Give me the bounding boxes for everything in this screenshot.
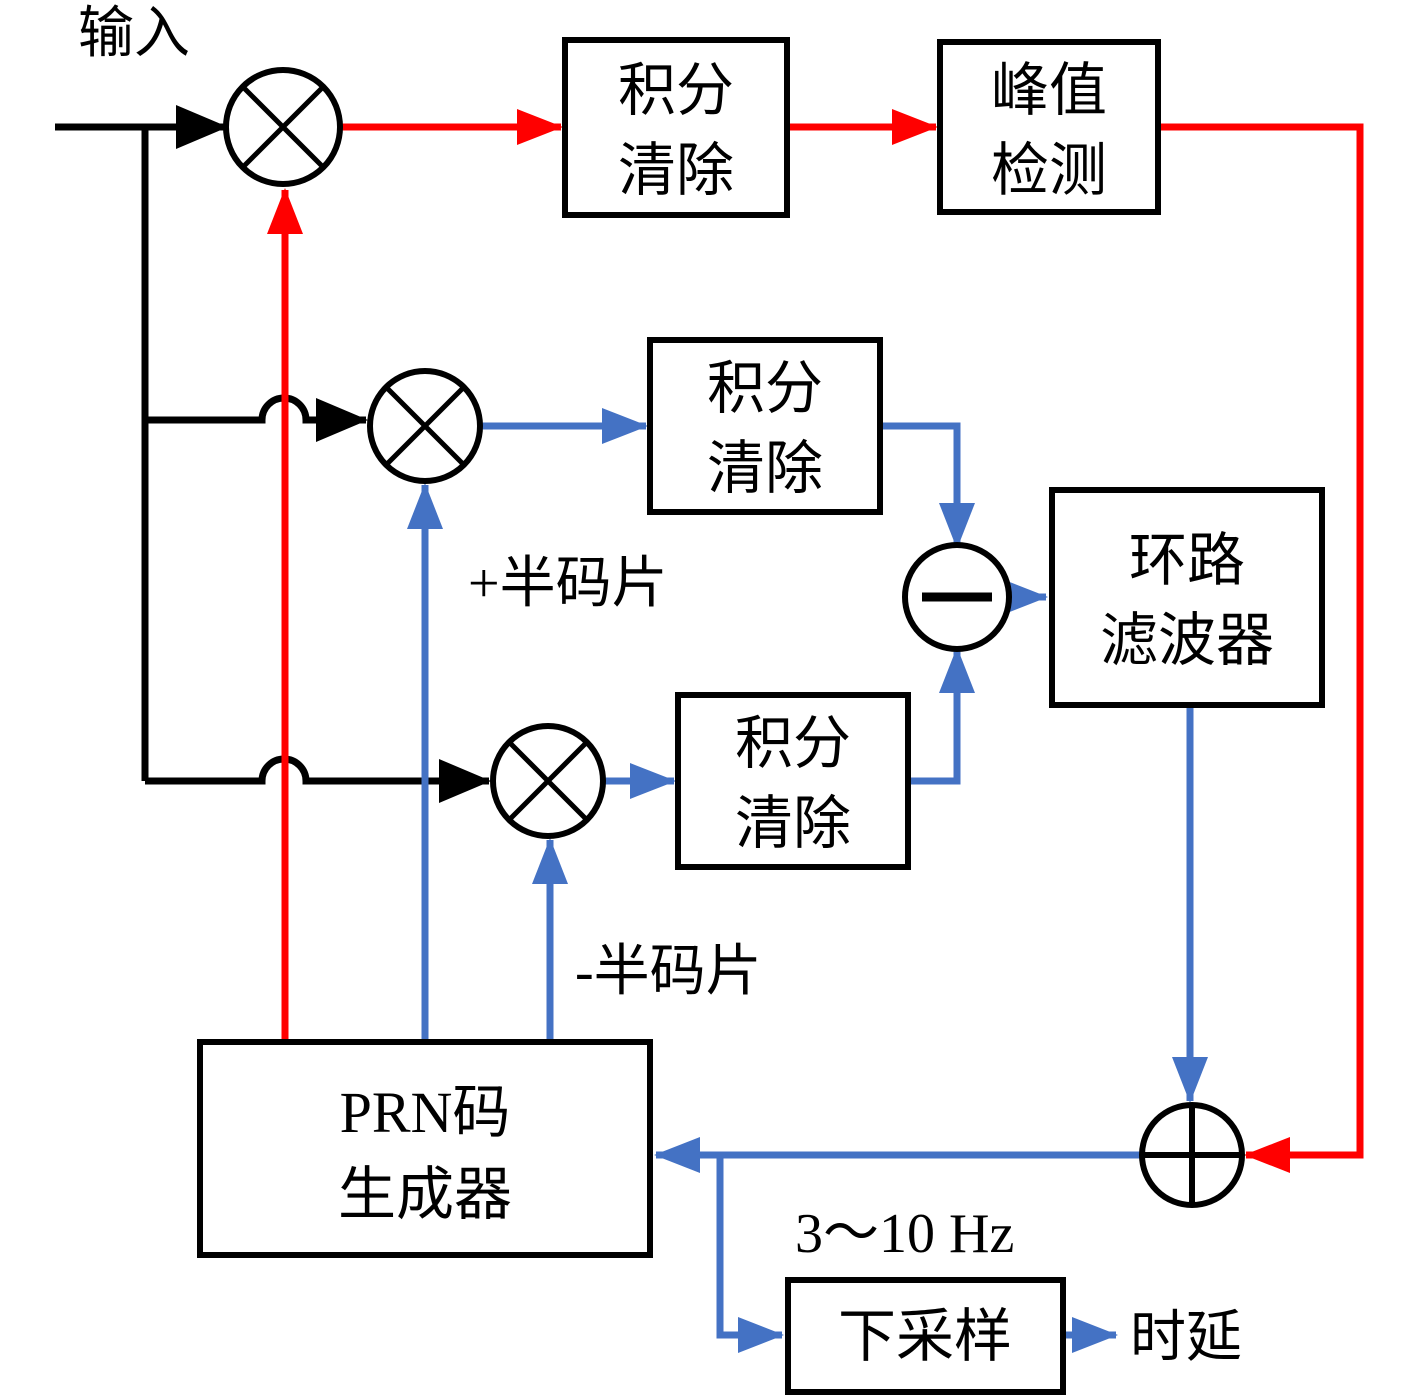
wire-early-integrate-to-subtractor bbox=[880, 422, 975, 549]
multiplier-early bbox=[367, 368, 483, 484]
multiply-x-icon bbox=[507, 740, 589, 822]
block-label: 峰值 bbox=[991, 58, 1107, 123]
block-border bbox=[562, 37, 790, 218]
subtractor bbox=[902, 542, 1012, 652]
block-border bbox=[675, 692, 911, 870]
block-prn-generator: PRN码 生成器 bbox=[197, 1039, 653, 1258]
block-label: PRN码 bbox=[340, 1080, 511, 1145]
block-label: 环路 bbox=[1129, 528, 1245, 593]
block-border bbox=[785, 1277, 1066, 1395]
block-border bbox=[197, 1039, 653, 1258]
adder bbox=[1139, 1102, 1245, 1208]
block-label: 生成器 bbox=[338, 1162, 512, 1227]
block-downsampler: 下采样 bbox=[785, 1277, 1066, 1395]
block-label: 清除 bbox=[618, 138, 734, 203]
minus-half-chip-label: -半码片 bbox=[575, 941, 762, 1003]
block-loop-filter: 环路 滤波器 bbox=[1049, 487, 1325, 708]
multiplier-prompt bbox=[223, 67, 343, 187]
block-integrate-dump-prompt: 积分 清除 bbox=[562, 37, 790, 218]
input-label: 输入 bbox=[78, 3, 190, 65]
block-border bbox=[937, 39, 1161, 215]
block-label: 积分 bbox=[735, 711, 851, 776]
wire-peak-detect-to-adder bbox=[1158, 123, 1364, 1173]
block-peak-detect: 峰值 检测 bbox=[937, 39, 1161, 215]
wire-input-to-early-mixer bbox=[145, 394, 368, 442]
block-label: 清除 bbox=[735, 791, 851, 856]
block-border bbox=[1049, 487, 1325, 708]
wire-input-to-late-mixer bbox=[145, 755, 491, 803]
multiplier-late bbox=[490, 723, 606, 839]
block-integrate-dump-late: 积分 清除 bbox=[675, 692, 911, 870]
wire-branch-to-downsampler bbox=[716, 1155, 784, 1353]
multiply-x-icon bbox=[384, 385, 466, 467]
block-label: 清除 bbox=[707, 436, 823, 501]
block-label: 滤波器 bbox=[1100, 608, 1274, 673]
block-label: 检测 bbox=[991, 138, 1107, 203]
plus-icon bbox=[1142, 1105, 1242, 1205]
multiply-x-icon bbox=[241, 85, 325, 169]
block-label: 积分 bbox=[707, 356, 823, 421]
block-integrate-dump-early: 积分 清除 bbox=[647, 337, 883, 515]
block-label: 下采样 bbox=[838, 1304, 1012, 1369]
plus-half-chip-label: +半码片 bbox=[468, 553, 668, 615]
wire-late-integrate-to-subtractor bbox=[908, 647, 975, 785]
sample-rate-label: 3～10 Hz bbox=[795, 1203, 1014, 1265]
delay-output-label: 时延 bbox=[1130, 1307, 1242, 1369]
block-border bbox=[647, 337, 883, 515]
block-label: 积分 bbox=[618, 58, 734, 123]
